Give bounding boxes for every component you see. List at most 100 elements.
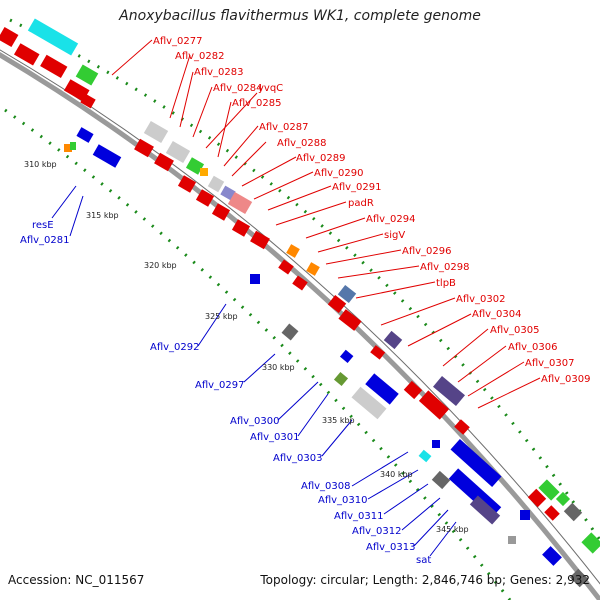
gene-block: [63, 79, 90, 102]
map-title: Anoxybacillus flavithermus WK1, complete…: [119, 8, 481, 24]
gene-block: [286, 244, 300, 258]
gene-block: [432, 440, 440, 448]
gene-label: Aflv_0289: [296, 153, 346, 164]
gene-label: Aflv_0303: [273, 453, 323, 464]
tick-label: 345 kbp: [436, 525, 469, 534]
gene-block: [185, 157, 205, 175]
gene-block: [469, 495, 501, 525]
gc-outer-arc: [9, 18, 600, 541]
gene-label: Aflv_0302: [456, 294, 506, 305]
gene-block: [527, 488, 547, 508]
gene-block: [581, 532, 600, 554]
gene-label: Aflv_0297: [195, 380, 245, 391]
gene-block: [339, 349, 354, 364]
gene-label: Aflv_0291: [332, 182, 382, 193]
gene-label: Aflv_0298: [420, 262, 470, 273]
reverse-genes: [64, 127, 589, 588]
gene-label: Aflv_0277: [153, 36, 203, 47]
gene-block: [75, 64, 99, 86]
gene-label: Aflv_0285: [232, 98, 282, 109]
gene-block: [207, 175, 225, 193]
genome-backbone: [0, 52, 600, 600]
tick-label: 315 kbp: [86, 211, 119, 220]
gene-label: Aflv_0301: [250, 432, 300, 443]
gene-label: Aflv_0296: [402, 246, 452, 257]
gene-block: [563, 502, 583, 522]
gene-block: [569, 568, 589, 588]
genome-summary: Topology: circular; Length: 2,846,746 bp…: [260, 573, 590, 587]
gene-label: tlpB: [436, 278, 456, 289]
gene-block: [0, 26, 19, 48]
tick-label: 340 kbp: [380, 470, 413, 479]
gene-label: Aflv_0304: [472, 309, 522, 320]
gene-block: [231, 219, 251, 237]
gene-block: [227, 191, 253, 215]
gene-label: Aflv_0283: [194, 67, 244, 78]
gene-block: [40, 54, 68, 79]
gene-block: [200, 168, 208, 176]
gene-label: Aflv_0292: [150, 342, 200, 353]
gene-block: [211, 203, 231, 221]
gene-block: [80, 93, 96, 109]
gene-block: [418, 449, 432, 463]
gene-label: Aflv_0313: [366, 542, 416, 553]
gene-block: [418, 390, 450, 420]
gene-label: Aflv_0308: [301, 481, 351, 492]
gene-label: Aflv_0290: [314, 168, 364, 179]
gene-block: [403, 380, 423, 400]
forward-gene-labels: Aflv_0277 Aflv_0282 Aflv_0283 Aflv_0284 …: [153, 36, 591, 385]
gc-inner-arc: [4, 108, 512, 600]
gene-block: [370, 345, 386, 360]
gene-block: [520, 510, 530, 520]
gene-label: Aflv_0305: [490, 325, 540, 336]
gene-block: [154, 152, 174, 172]
gene-block: [555, 491, 571, 507]
forward-leaders: [111, 39, 541, 409]
gene-block: [431, 470, 451, 490]
gene-label: sigV: [384, 230, 405, 241]
gene-block: [27, 18, 79, 56]
gene-block: [165, 140, 191, 164]
gene-label: resE: [32, 220, 54, 231]
gene-block: [508, 536, 516, 544]
gene-block: [544, 505, 560, 521]
gene-block: [220, 185, 236, 201]
gene-label: Aflv_0311: [334, 511, 384, 522]
gene-block: [538, 479, 560, 501]
gene-label: Aflv_0288: [277, 138, 327, 149]
gene-label: padR: [348, 198, 374, 209]
gene-block: [351, 386, 387, 420]
gene-block: [542, 546, 562, 566]
tick-label: 325 kbp: [205, 312, 238, 321]
gene-block: [306, 262, 320, 276]
gene-block: [338, 309, 362, 331]
gene-block: [134, 138, 154, 158]
gene-block: [250, 230, 270, 250]
reverse-leaders: [51, 185, 457, 557]
gene-block: [195, 189, 215, 207]
gene-block: [70, 142, 76, 150]
gene-block: [337, 284, 357, 304]
gene-label: Aflv_0294: [366, 214, 416, 225]
reverse-gene-labels: resE Aflv_0281 Aflv_0292 Aflv_0297 Aflv_…: [20, 220, 431, 566]
gene-label: Aflv_0284: [213, 83, 263, 94]
gene-label: Aflv_0287: [259, 122, 309, 133]
gene-block: [13, 43, 40, 66]
gene-block: [76, 127, 94, 143]
gene-block: [433, 375, 465, 407]
gene-block: [365, 373, 399, 405]
gene-block: [327, 294, 347, 314]
gene-label: Aflv_0282: [175, 51, 225, 62]
gene-block: [64, 144, 72, 152]
gene-block: [143, 120, 169, 144]
gene-label: Aflv_0307: [525, 358, 575, 369]
tick-label: 320 kbp: [144, 261, 177, 270]
gene-block: [278, 259, 294, 275]
position-ticks: 310 kbp 315 kbp 320 kbp 325 kbp 330 kbp …: [24, 160, 469, 534]
forward-genes: [0, 18, 600, 554]
gene-block: [250, 274, 260, 284]
gene-block: [450, 439, 502, 487]
gene-label: Aflv_0306: [508, 342, 558, 353]
gene-label: Aflv_0281: [20, 235, 70, 246]
